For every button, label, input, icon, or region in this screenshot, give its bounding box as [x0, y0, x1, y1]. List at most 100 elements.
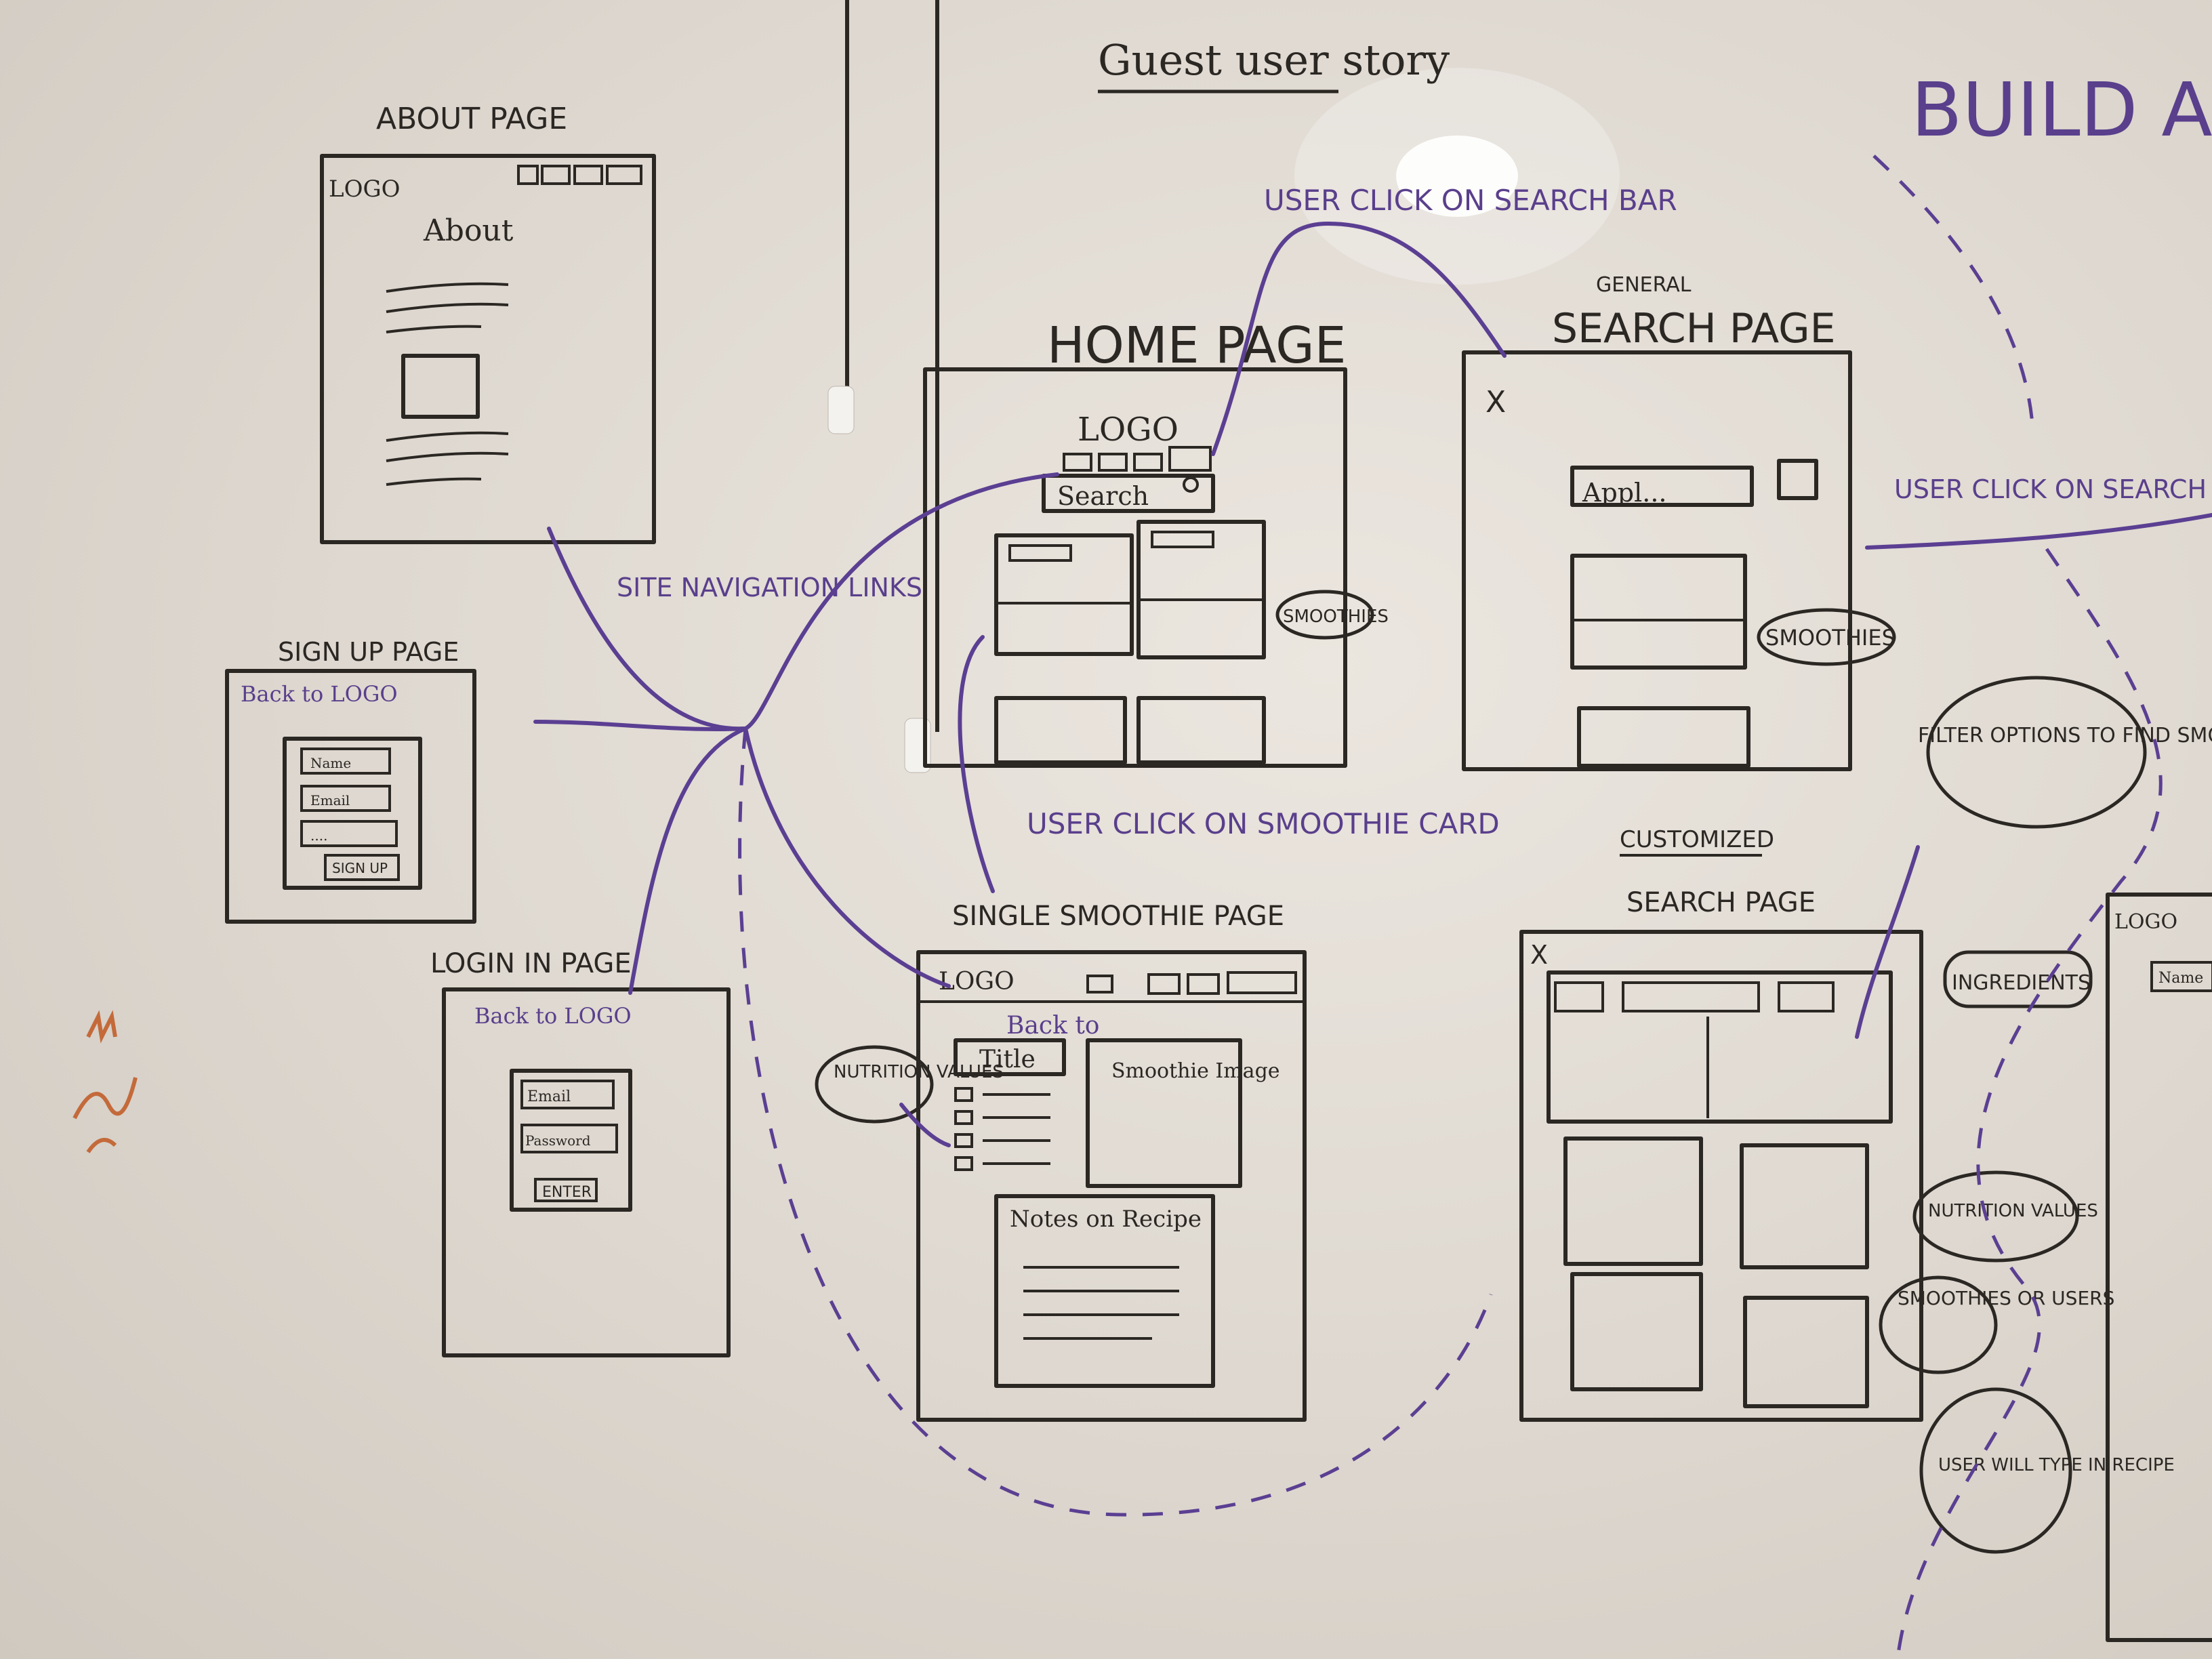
arrow-click-on-search	[1865, 513, 2212, 550]
home-page-heading: HOME PAGE	[1047, 316, 1346, 375]
customized-result-cards[interactable]	[1563, 1136, 1869, 1408]
customized-label: CUSTOMIZED	[1620, 826, 1774, 853]
arrow-home-to-search	[1211, 221, 1507, 456]
board-title: Guest user story	[1098, 35, 1450, 85]
light-glare-halo	[1294, 68, 1620, 285]
home-search-input[interactable]	[1042, 474, 1215, 513]
login-enter-button[interactable]	[534, 1178, 598, 1202]
single-heading: SINGLE SMOOTHIE PAGE	[952, 901, 1284, 932]
road-right	[1896, 548, 2163, 1659]
about-page-heading: ABOUT PAGE	[376, 102, 567, 136]
signup-fields[interactable]	[300, 747, 398, 847]
ingredients-note: INGREDIENTS	[1952, 971, 2091, 995]
customized-callout-bubble	[1879, 1275, 1998, 1374]
login-form	[510, 1069, 632, 1212]
customized-callout: SMOOTHIES OR USERS	[1898, 1287, 2114, 1309]
login-password-label: Password	[525, 1132, 591, 1149]
home-smoothies-callout: SMOOTHIES	[1283, 607, 1389, 627]
right-partial-name-field[interactable]	[2150, 961, 2212, 992]
general-search-input[interactable]	[1570, 466, 1754, 507]
customized-close-icon[interactable]: X	[1530, 940, 1548, 970]
single-nutrition-callout: NUTRITION VALUES	[834, 1062, 1004, 1082]
nutrition-right-bubble	[1912, 1170, 2079, 1263]
customized-search-heading: SEARCH PAGE	[1626, 887, 1816, 918]
signup-heading: SIGN UP PAGE	[278, 637, 459, 667]
road-top	[1872, 155, 2035, 434]
about-logo: LOGO	[329, 176, 401, 203]
nutrition-right-note: NUTRITION VALUES	[1928, 1201, 2098, 1221]
single-notes-lines	[1023, 1266, 1179, 1340]
single-back-link[interactable]: Back to	[1006, 1012, 1099, 1040]
about-nav-links	[517, 165, 642, 185]
signup-back-logo[interactable]: Back to LOGO	[241, 681, 398, 707]
single-nav-links	[1086, 971, 1297, 995]
nav-link-to-signup	[533, 720, 747, 731]
general-smoothies-bubble	[1757, 608, 1896, 666]
right-partial-name: Name	[2158, 970, 2203, 987]
customized-frame	[1519, 930, 1923, 1422]
home-smoothies-bubble	[1275, 590, 1374, 640]
single-title-box	[954, 1038, 1066, 1076]
single-title-label: Title	[979, 1046, 1036, 1073]
single-logo: LOGO	[939, 968, 1015, 996]
single-nutrition-rows	[954, 1087, 1050, 1171]
arrow-card-to-single	[958, 635, 995, 893]
login-enter-label: ENTER	[542, 1184, 592, 1201]
top-right-title: BUILD A SM	[1911, 66, 2212, 153]
general-label: GENERAL	[1596, 273, 1692, 297]
about-image-placeholder	[401, 354, 480, 419]
about-text-lines	[386, 282, 509, 486]
single-notes-label: Notes on Recipe	[1010, 1206, 1202, 1233]
signup-field-email: Email	[310, 792, 350, 808]
login-back-logo[interactable]: Back to LOGO	[474, 1003, 632, 1029]
annotation-click-on-search: USER CLICK ON SEARCH	[1894, 474, 2207, 504]
home-logo: LOGO	[1078, 411, 1179, 449]
login-password-field[interactable]	[520, 1124, 618, 1153]
general-search-value: Appl...	[1582, 478, 1666, 508]
general-smoothies-callout: SMOOTHIES	[1765, 625, 1896, 651]
orange-doodle	[73, 1010, 138, 1153]
general-search-icon[interactable]	[1777, 459, 1818, 500]
single-notes-box	[994, 1194, 1215, 1388]
home-page-frame	[923, 367, 1347, 768]
filter-options-note: FILTER OPTIONS TO FIND SMOOTHIES OR USER…	[1918, 724, 2212, 747]
dashed-journey-to-customized	[738, 728, 1493, 1517]
signup-form	[283, 737, 422, 890]
general-search-frame	[1462, 350, 1852, 771]
home-nav-links	[1063, 446, 1212, 472]
home-search-placeholder: Search	[1057, 481, 1149, 511]
customized-filter-toggle[interactable]	[1554, 981, 1604, 1012]
signup-field-more: ....	[310, 827, 327, 844]
light-glare	[1396, 136, 1518, 217]
user-will-type-bubble	[1919, 1387, 2072, 1554]
login-heading: LOGIN IN PAGE	[430, 948, 632, 979]
single-nutrition-bubble	[815, 1045, 934, 1124]
ingredients-bubble	[1943, 950, 2093, 1008]
single-frame	[916, 950, 1307, 1422]
search-icon[interactable]	[1183, 476, 1199, 493]
customized-filter-panel[interactable]	[1547, 970, 1893, 1124]
nav-link-to-about	[547, 472, 1059, 731]
general-result-cards[interactable]	[1570, 554, 1750, 768]
signup-button[interactable]	[324, 854, 400, 881]
login-email-label: Email	[527, 1088, 571, 1105]
signup-button-label: SIGN UP	[332, 860, 388, 876]
annotation-click-smoothie-card: USER CLICK ON SMOOTHIE CARD	[1027, 807, 1500, 840]
customized-search-input[interactable]	[1622, 981, 1760, 1012]
right-partial-frame	[2106, 893, 2212, 1642]
about-page-frame	[320, 154, 656, 544]
about-content-title: About	[423, 213, 514, 248]
general-close-icon[interactable]: X	[1486, 385, 1506, 419]
login-frame	[442, 987, 731, 1357]
customized-search-icon[interactable]	[1778, 981, 1835, 1012]
single-image-label: Smoothie Image	[1111, 1059, 1280, 1083]
right-partial-logo: LOGO	[2114, 910, 2177, 934]
arrow-filter-to-panel	[1855, 845, 1920, 1039]
filter-options-bubble	[1926, 676, 2147, 829]
home-smoothie-cards[interactable]	[994, 520, 1266, 764]
signup-field-name: Name	[310, 755, 351, 771]
signup-frame	[225, 669, 476, 924]
login-email-field[interactable]	[520, 1080, 615, 1109]
annotation-click-search-bar: USER CLICK ON SEARCH BAR	[1264, 184, 1677, 217]
